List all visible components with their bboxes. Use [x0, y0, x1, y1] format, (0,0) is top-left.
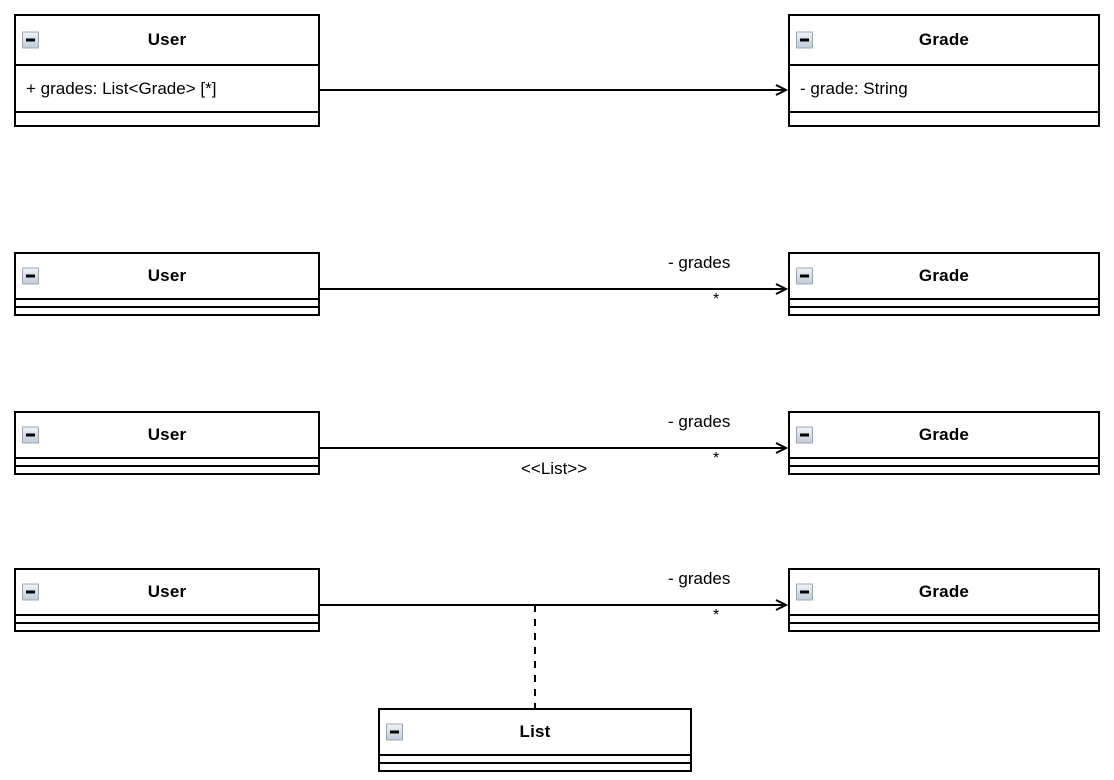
association-multiplicity-label-row-4: *: [713, 607, 720, 624]
association-stereotype-label-row-3: <<List>>: [521, 459, 588, 478]
collapse-minus-icon[interactable]: [22, 267, 39, 285]
operation-compartment-list: [380, 762, 690, 770]
collapse-minus-icon[interactable]: [796, 31, 813, 49]
class-box-user-row-4[interactable]: User: [14, 568, 320, 632]
class-title-row-3-left: User: [16, 413, 318, 457]
class-title-row-4-left: User: [16, 570, 318, 614]
attribute-compartment-row-3-right: [790, 457, 1098, 465]
operation-compartment-row-1-left: [16, 111, 318, 119]
attribute-compartment-row-4-right: [790, 614, 1098, 622]
attribute-compartment-list: [380, 754, 690, 762]
operation-compartment-row-1-right: [790, 111, 1098, 119]
attribute-compartment-row-3-left: [16, 457, 318, 465]
attribute-compartment-row-2-right: [790, 298, 1098, 306]
collapse-minus-icon[interactable]: [22, 583, 39, 601]
attribute-compartment-row-1-right: - grade: String: [790, 64, 1098, 111]
class-name-label: Grade: [918, 425, 970, 444]
class-title-row-2-left: User: [16, 254, 318, 298]
association-role-label-row-4: - grades: [668, 569, 731, 588]
association-multiplicity-label-row-2: *: [713, 291, 720, 308]
attribute-compartment-row-1-left: + grades: List<Grade> [*]: [16, 64, 318, 111]
collapse-minus-icon[interactable]: [22, 426, 39, 444]
association-role-label-row-3: - grades: [668, 412, 731, 431]
attribute-compartment-row-4-left: [16, 614, 318, 622]
operation-compartment-row-3-left: [16, 465, 318, 473]
attribute-row: + grades: List<Grade> [*]: [26, 78, 217, 98]
class-title-row-4-right: Grade: [790, 570, 1098, 614]
collapse-minus-icon[interactable]: [796, 267, 813, 285]
attribute-compartment-row-2-left: [16, 298, 318, 306]
class-title-row-3-right: Grade: [790, 413, 1098, 457]
class-box-list[interactable]: List: [378, 708, 692, 772]
operation-compartment-row-2-left: [16, 306, 318, 314]
class-title-row-1-left: User: [16, 16, 318, 64]
class-name-label: Grade: [918, 30, 970, 49]
association-multiplicity-label-row-3: *: [713, 450, 720, 467]
class-name-label: Grade: [918, 266, 970, 285]
class-box-grade-row-4[interactable]: Grade: [788, 568, 1100, 632]
class-box-grade-row-2[interactable]: Grade: [788, 252, 1100, 316]
class-name-label: Grade: [918, 582, 970, 601]
operation-compartment-row-2-right: [790, 306, 1098, 314]
class-title-list: List: [380, 710, 690, 754]
class-name-label: List: [519, 722, 551, 741]
collapse-minus-icon[interactable]: [796, 583, 813, 601]
attribute-row: - grade: String: [800, 78, 908, 98]
collapse-minus-icon[interactable]: [22, 31, 39, 49]
class-box-user-row-3[interactable]: User: [14, 411, 320, 475]
class-box-grade-row-3[interactable]: Grade: [788, 411, 1100, 475]
class-box-user-row-1[interactable]: User + grades: List<Grade> [*]: [14, 14, 320, 127]
class-title-row-2-right: Grade: [790, 254, 1098, 298]
collapse-minus-icon[interactable]: [386, 723, 403, 741]
operation-compartment-row-3-right: [790, 465, 1098, 473]
class-name-label: User: [147, 266, 187, 285]
class-name-label: User: [147, 30, 187, 49]
class-title-row-1-right: Grade: [790, 16, 1098, 64]
operation-compartment-row-4-left: [16, 622, 318, 630]
collapse-minus-icon[interactable]: [796, 426, 813, 444]
operation-compartment-row-4-right: [790, 622, 1098, 630]
association-role-label-row-2: - grades: [668, 253, 731, 272]
class-name-label: User: [147, 582, 187, 601]
class-name-label: User: [147, 425, 187, 444]
class-box-grade-row-1[interactable]: Grade - grade: String: [788, 14, 1100, 127]
class-box-user-row-2[interactable]: User: [14, 252, 320, 316]
